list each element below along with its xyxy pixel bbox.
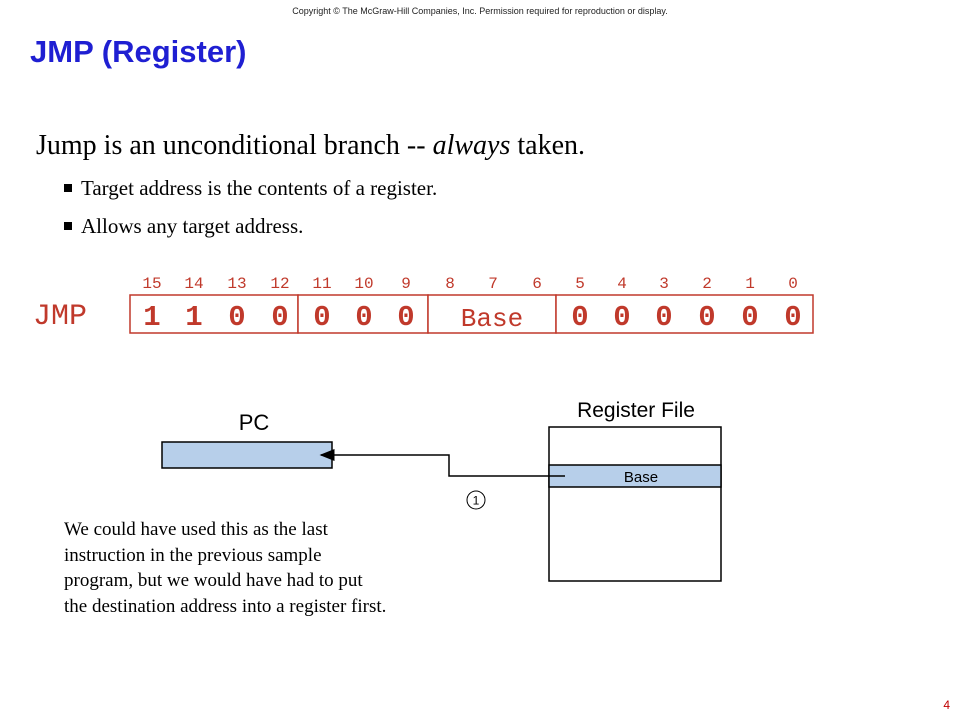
note-line: instruction in the previous sample [64,544,322,566]
main-statement-end: taken. [510,130,586,161]
step-number: 1 [473,494,480,508]
instruction-fields [129,294,814,334]
slide-title: JMP (Register) [30,34,247,69]
bit-number: 8 [445,275,455,293]
bit-number: 10 [354,275,373,293]
field-bit: 0 [313,301,330,334]
bullet-text: Allows any target address. [81,214,304,238]
note-line: We could have used this as the last [64,519,328,540]
field-bit: 0 [655,301,672,334]
main-statement: Jump is an unconditional branch -- alway… [36,130,585,162]
field-bit: 0 [741,301,758,334]
page-number: 4 [943,698,950,712]
bit-number: 11 [312,275,331,293]
opcode-bit: 1 [185,301,202,334]
bit-number: 15 [142,275,161,293]
bullet-item: Allows any target address. [64,214,303,239]
bit-number: 13 [227,275,246,293]
bullet-text: Target address is the contents of a regi… [81,176,438,200]
register-file-box [548,426,722,582]
bit-number: 14 [184,275,203,293]
opcode-bit: 0 [228,301,245,334]
register-file-label: Register File [577,399,695,422]
opcode-bit: 0 [271,301,288,334]
note-line: program, but we would have had to put [64,570,363,591]
bit-number-row: 15 14 13 12 11 10 9 8 7 6 5 4 3 2 1 0 [142,275,797,293]
field-bit: 0 [397,301,414,334]
bit-number: 4 [617,275,627,293]
bit-number: 1 [745,275,755,293]
field-bit: 0 [698,301,715,334]
bit-number: 3 [659,275,669,293]
bit-number: 0 [788,275,798,293]
base-register-label: Base [624,469,658,486]
field-bit: 0 [355,301,372,334]
bullet-square-icon [64,184,72,192]
instruction-bits: 1 1 0 0 0 0 0 0 0 0 0 0 0 [143,301,801,334]
data-flow-arrow [319,449,565,477]
unused-field-high [297,294,429,334]
explanatory-note: We could have used this as the last inst… [64,517,386,619]
unused-field-low [555,294,814,334]
field-bit: 0 [613,301,630,334]
field-bit: 0 [784,301,801,334]
base-field-label: Base [461,304,523,334]
bit-number: 6 [532,275,542,293]
opcode-bit: 1 [143,301,160,334]
bit-number: 9 [401,275,411,293]
main-statement-emphasis: always [432,130,511,161]
note-line: the destination address into a register … [64,595,387,617]
field-bit: 0 [571,301,588,334]
bullet-square-icon [64,222,72,230]
pc-label: PC [239,410,270,435]
pc-register-box [161,441,333,469]
step-marker [466,490,486,510]
main-statement-start: Jump is an unconditional branch -- [36,130,433,161]
copyright-notice: Copyright © The McGraw-Hill Companies, I… [292,6,668,16]
bit-number: 7 [488,275,498,293]
bit-number: 12 [270,275,289,293]
bit-number: 5 [575,275,585,293]
bullet-item: Target address is the contents of a regi… [64,176,437,201]
opcode-mnemonic: JMP [33,300,87,334]
bit-number: 2 [702,275,712,293]
